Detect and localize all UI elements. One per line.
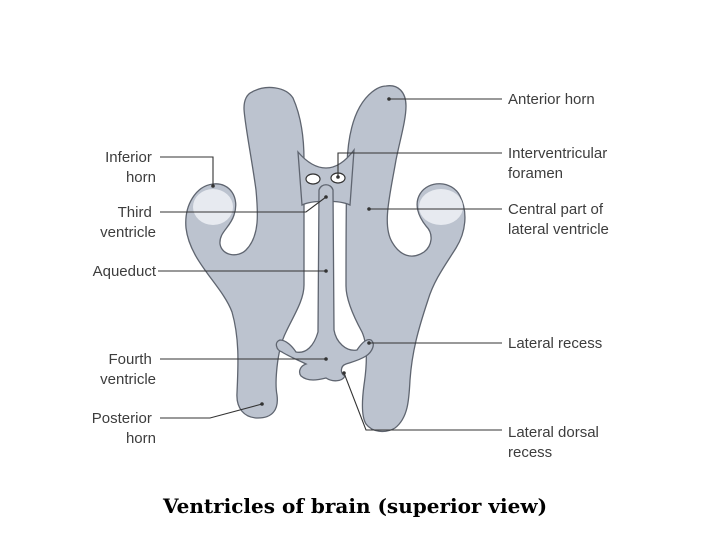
leader-dot-fourth-ventricle xyxy=(324,357,328,361)
label-lateral-recess: Lateral recess xyxy=(508,335,602,352)
label-central-part: Central part of lateral ventricle xyxy=(508,201,609,238)
leader-dot-inferior-horn xyxy=(211,184,215,188)
leader-third-ventricle xyxy=(160,196,327,213)
label-lateral-dorsal-recess: Lateral dorsal recess xyxy=(508,424,603,461)
label-fourth-ventricle: Fourth ventricle xyxy=(100,351,156,388)
left-inferior-horn-highlight xyxy=(193,189,233,225)
leader-dot-aqueduct xyxy=(324,269,328,273)
left-labels: Inferior horn Third ventricle Aqueduct F… xyxy=(92,149,157,447)
leader-dot-posterior-horn xyxy=(260,402,264,406)
left-interventricular-foramen xyxy=(305,173,321,185)
left-lateral-ventricle xyxy=(185,86,305,419)
right-labels: Anterior horn Interventricular foramen C… xyxy=(508,91,611,461)
leader-dot-third-ventricle xyxy=(324,195,328,199)
leader-lateral-dorsal-recess xyxy=(343,372,502,431)
leader-dot-anterior-horn xyxy=(387,97,391,101)
figure-caption: Ventricles of brain (superior view) xyxy=(162,494,547,518)
label-anterior-horn: Anterior horn xyxy=(508,91,595,108)
ventricle-system xyxy=(185,85,466,433)
aqueduct-fourth-ventricle-shape xyxy=(275,184,374,382)
leader-dot-interventricular-foramen xyxy=(336,175,340,179)
leader-dot-central-part xyxy=(367,207,371,211)
leader-inferior-horn xyxy=(160,156,214,186)
right-lateral-ventricle xyxy=(345,85,466,433)
leader-dot-lateral-recess xyxy=(367,341,371,345)
label-posterior-horn: Posterior horn xyxy=(92,410,156,447)
label-aqueduct: Aqueduct xyxy=(93,263,157,280)
leader-interventricular-foramen xyxy=(337,152,502,177)
label-interventricular-foramen: Interventricular foramen xyxy=(508,145,611,182)
label-third-ventricle: Third ventricle xyxy=(100,204,156,241)
leader-lines xyxy=(158,97,502,431)
label-inferior-horn: Inferior horn xyxy=(105,149,156,186)
leader-dot-lateral-dorsal-recess xyxy=(342,371,346,375)
right-inferior-horn-highlight xyxy=(419,189,463,225)
leader-posterior-horn xyxy=(160,403,263,419)
